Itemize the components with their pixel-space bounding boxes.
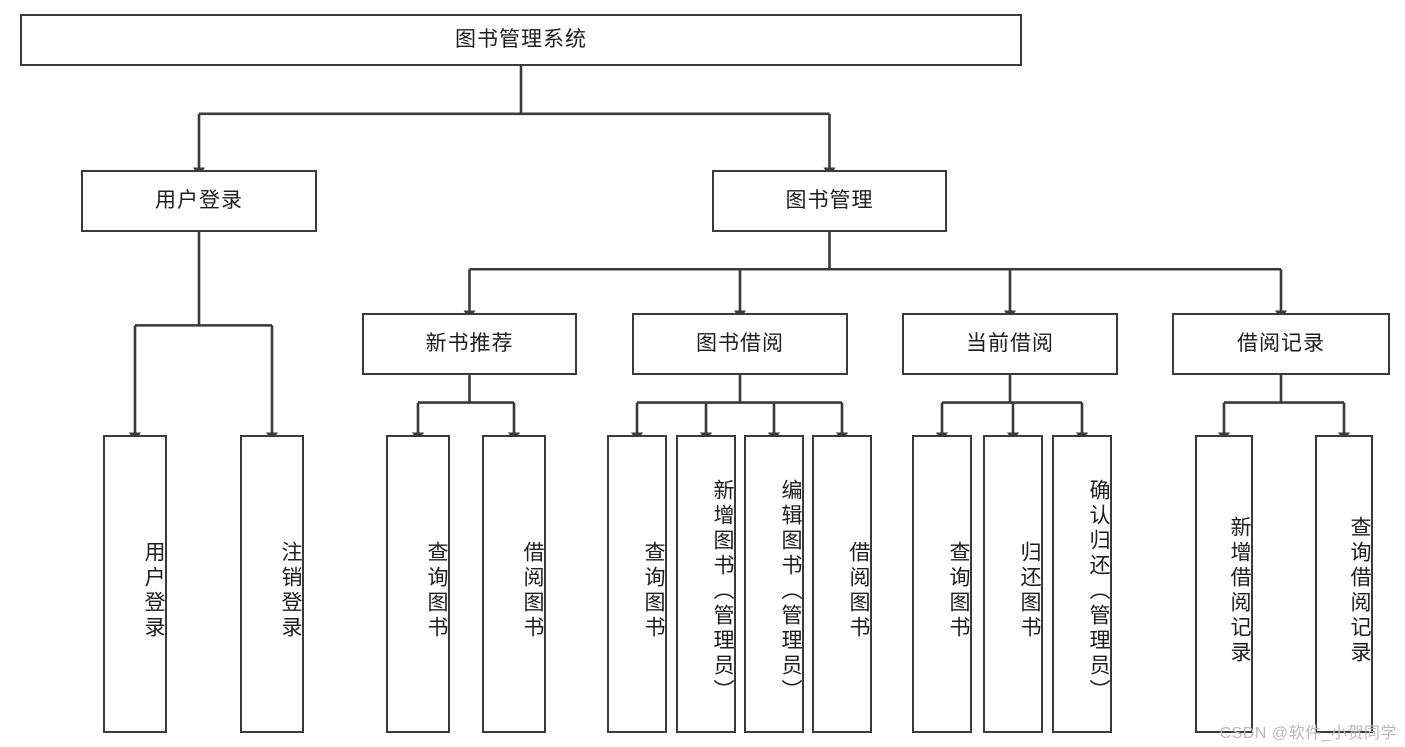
node-label: 查询图书 xyxy=(642,541,665,641)
node-root[interactable]: 图书管理系统 xyxy=(20,14,1022,66)
node-label: 图书管理系统 xyxy=(455,28,587,52)
csdn-watermark: CSDN @软件_小贺同学 xyxy=(1219,725,1397,742)
node-new-book-recommend[interactable]: 新书推荐 xyxy=(362,313,577,375)
node-label: 借阅图书 xyxy=(521,541,544,641)
node-label: 当前借阅 xyxy=(966,332,1054,356)
node-label: 编辑图书（管理员） xyxy=(779,478,802,704)
node-borrow-records[interactable]: 借阅记录 xyxy=(1172,313,1390,375)
node-user-login[interactable]: 用户登录 xyxy=(81,170,317,232)
node-label: 查询借阅记录 xyxy=(1348,516,1371,666)
node-leaf-edit-book-admin[interactable]: 编辑图书（管理员） xyxy=(744,435,804,733)
node-book-management[interactable]: 图书管理 xyxy=(712,170,947,232)
node-label: 确认归还（管理员） xyxy=(1087,478,1110,704)
node-label: 归还图书 xyxy=(1018,541,1041,641)
node-leaf-logout[interactable]: 注销登录 xyxy=(240,435,304,733)
node-label: 图书管理 xyxy=(785,189,874,213)
node-label: 新增图书（管理员） xyxy=(711,478,734,704)
node-leaf-borrow-book-recommend[interactable]: 借阅图书 xyxy=(482,435,546,733)
node-label: 新书推荐 xyxy=(425,332,514,356)
node-leaf-query-book-borrow[interactable]: 查询图书 xyxy=(607,435,667,733)
node-leaf-query-borrow-record[interactable]: 查询借阅记录 xyxy=(1315,435,1373,733)
node-leaf-return-book[interactable]: 归还图书 xyxy=(983,435,1043,733)
node-label: 查询图书 xyxy=(947,541,970,641)
node-current-borrow[interactable]: 当前借阅 xyxy=(902,313,1118,375)
node-book-borrow[interactable]: 图书借阅 xyxy=(632,313,848,375)
node-leaf-borrow-book[interactable]: 借阅图书 xyxy=(812,435,872,733)
node-leaf-query-book-current[interactable]: 查询图书 xyxy=(912,435,972,733)
node-leaf-user-login[interactable]: 用户登录 xyxy=(103,435,167,733)
node-leaf-add-borrow-record[interactable]: 新增借阅记录 xyxy=(1195,435,1253,733)
node-label: 图书借阅 xyxy=(696,332,784,356)
node-label: 新增借阅记录 xyxy=(1228,516,1251,666)
node-label: 用户登录 xyxy=(142,541,165,641)
node-label: 注销登录 xyxy=(279,541,302,641)
node-leaf-confirm-return-admin[interactable]: 确认归还（管理员） xyxy=(1052,435,1112,733)
node-label: 用户登录 xyxy=(155,189,243,213)
node-leaf-query-book-recommend[interactable]: 查询图书 xyxy=(386,435,450,733)
node-label: 借阅记录 xyxy=(1237,332,1325,356)
node-label: 查询图书 xyxy=(425,541,448,641)
node-label: 借阅图书 xyxy=(847,541,870,641)
node-leaf-add-book-admin[interactable]: 新增图书（管理员） xyxy=(676,435,736,733)
